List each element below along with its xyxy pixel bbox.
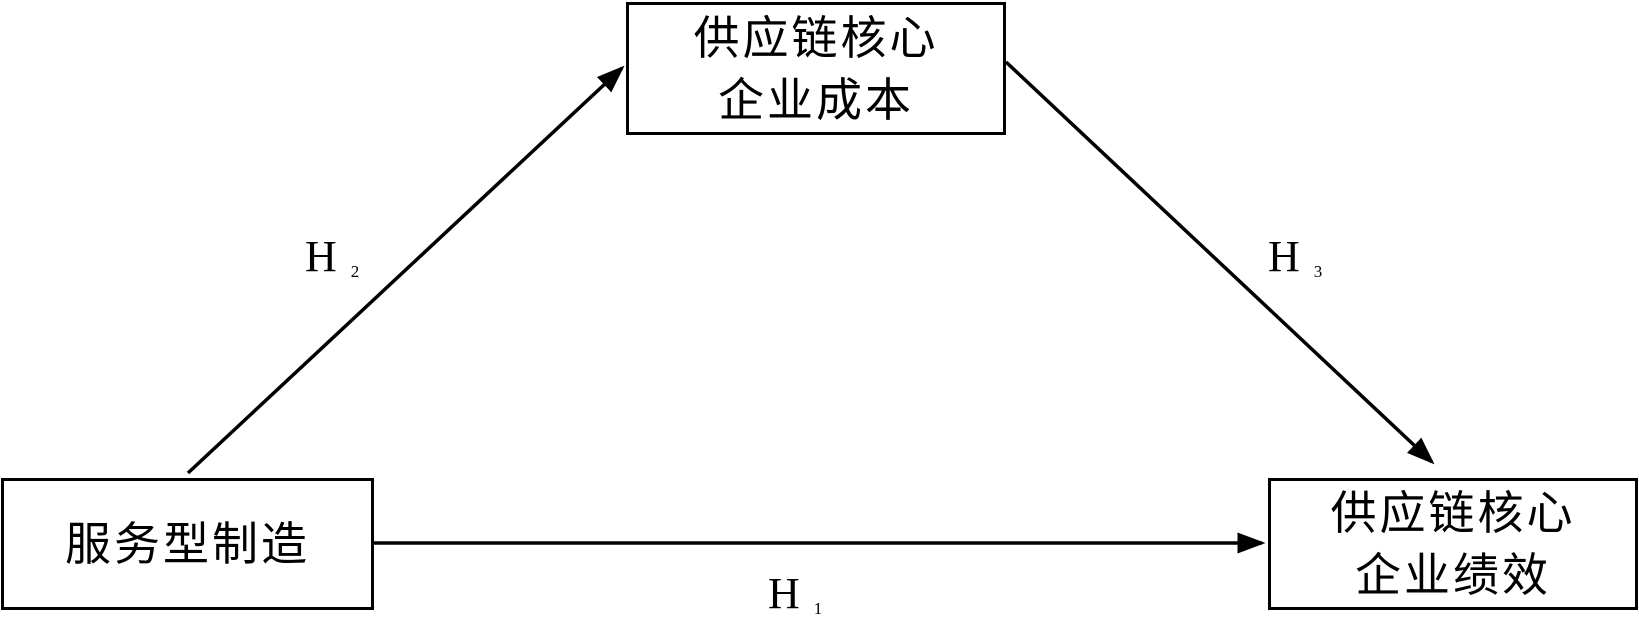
arrow-layer <box>186 60 1435 554</box>
node-label-line2: 企业绩效 <box>1355 548 1551 602</box>
hypothesis-letter: H <box>1268 232 1300 281</box>
hypothesis-index: 2 <box>350 262 360 281</box>
node-core-enterprise-performance: 供应链核心 企业绩效 <box>1268 478 1638 610</box>
hypothesis-index: 3 <box>1313 262 1323 281</box>
node-label-line1: 供应链核心 <box>693 10 939 65</box>
node-label-line1: 服务型制造 <box>65 517 310 571</box>
node-core-enterprise-cost: 供应链核心 企业成本 <box>626 2 1006 135</box>
node-service-manufacturing: 服务型制造 <box>1 478 374 610</box>
node-label-line2: 企业成本 <box>718 72 914 127</box>
node-label-line1: 供应链核心 <box>1330 486 1576 540</box>
hypothesis-letter: H <box>768 569 800 618</box>
hypothesis-index: 1 <box>813 599 823 618</box>
arrow-cost-to-performance <box>1004 60 1435 465</box>
arrow-manufacturing-to-cost <box>186 65 625 475</box>
hypothesis-letter: H <box>305 232 337 281</box>
